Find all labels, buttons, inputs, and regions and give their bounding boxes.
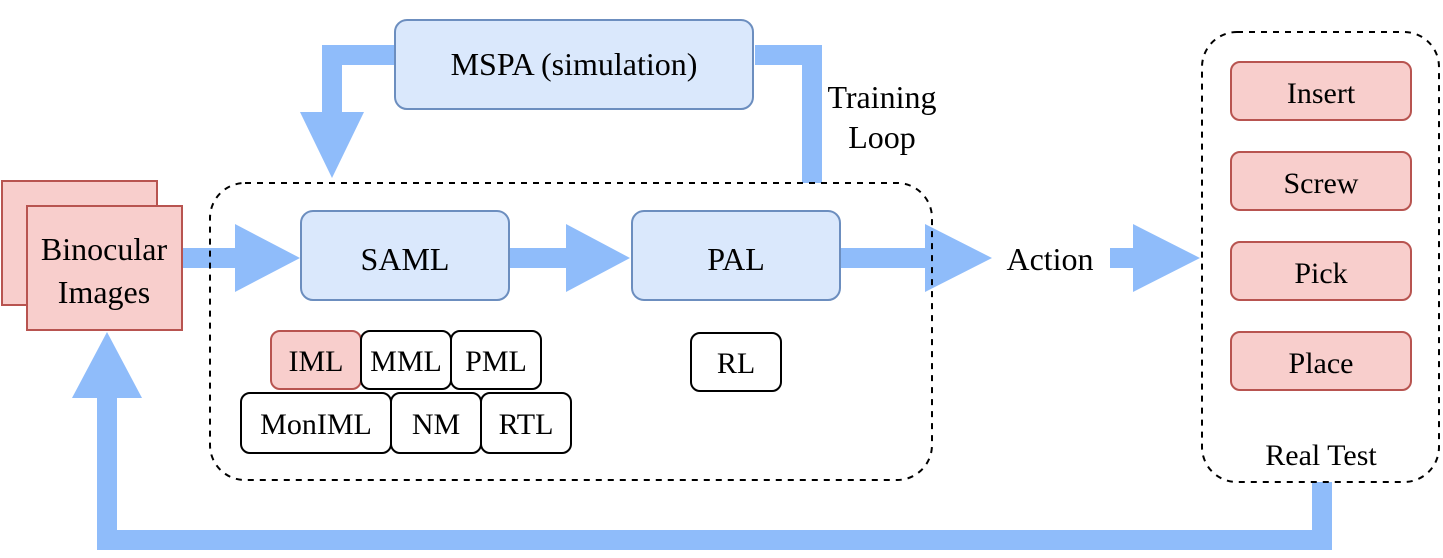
- saml-methods: IML MML PML MonIML NM RTL: [240, 330, 572, 454]
- task-box-pick: [1230, 241, 1412, 301]
- realtest-feedback-arrowhead: [72, 332, 142, 398]
- binocular-label-line2: Images: [58, 274, 150, 310]
- method-chip-rl: [690, 332, 782, 392]
- mspa-node: MSPA (simulation): [394, 19, 754, 110]
- pal-to-action-arrowhead: [925, 224, 992, 292]
- method-label-pml: PML: [465, 345, 527, 378]
- saml-label: SAML: [361, 241, 450, 277]
- action-label: Action: [1006, 241, 1093, 277]
- training-loop-label-line2: Loop: [848, 119, 916, 155]
- binocular-front-card: [26, 205, 183, 331]
- method-chip-pml: [450, 330, 542, 390]
- method-label-moniml: MonIML: [260, 408, 372, 441]
- training-loop-arrow: [755, 45, 822, 183]
- simulation-feedback-arrowhead: [300, 112, 364, 178]
- action-to-realtest-arrowhead: [1133, 224, 1200, 292]
- method-chip-rtl: [480, 392, 572, 454]
- input-to-saml-arrowhead: [235, 224, 300, 292]
- method-label-rtl: RTL: [499, 408, 554, 441]
- simulation-feedback-arrow-shaft: [322, 45, 395, 130]
- task-label-pick: Pick: [1294, 257, 1347, 290]
- pal-methods: RL: [690, 332, 782, 392]
- binocular-label-line1: Binocular: [41, 231, 168, 267]
- pal-box: [631, 210, 841, 301]
- task-box-screw: [1230, 151, 1412, 211]
- method-label-rl: RL: [717, 347, 755, 380]
- saml-node: SAML: [300, 210, 510, 301]
- mspa-box: [394, 19, 754, 110]
- method-label-iml: IML: [289, 345, 344, 378]
- real-test-tasks: Insert Screw Pick Place: [1230, 61, 1412, 391]
- method-label-mml: MML: [370, 345, 442, 378]
- pal-to-action-arrow-shaft: [840, 248, 940, 268]
- task-label-screw: Screw: [1284, 167, 1359, 200]
- saml-to-pal-arrowhead: [566, 224, 630, 292]
- method-label-nm: NM: [412, 408, 460, 441]
- realtest-feedback-arrow-shaft: [97, 385, 1332, 550]
- real-test-container: [1201, 31, 1440, 483]
- learning-framework-container: [209, 182, 933, 481]
- task-box-place: [1230, 331, 1412, 391]
- arrows: [72, 45, 1332, 550]
- task-label-insert: Insert: [1287, 77, 1356, 110]
- mspa-label: MSPA (simulation): [451, 46, 698, 82]
- pal-label: PAL: [707, 241, 765, 277]
- binocular-images-node: Binocular Images: [1, 180, 183, 331]
- saml-box: [300, 210, 510, 301]
- task-box-insert: [1230, 61, 1412, 121]
- training-loop-label-line1: Training: [827, 79, 936, 115]
- pal-node: PAL: [631, 210, 841, 301]
- real-test-title: Real Test: [1265, 439, 1377, 472]
- task-label-place: Place: [1289, 347, 1354, 380]
